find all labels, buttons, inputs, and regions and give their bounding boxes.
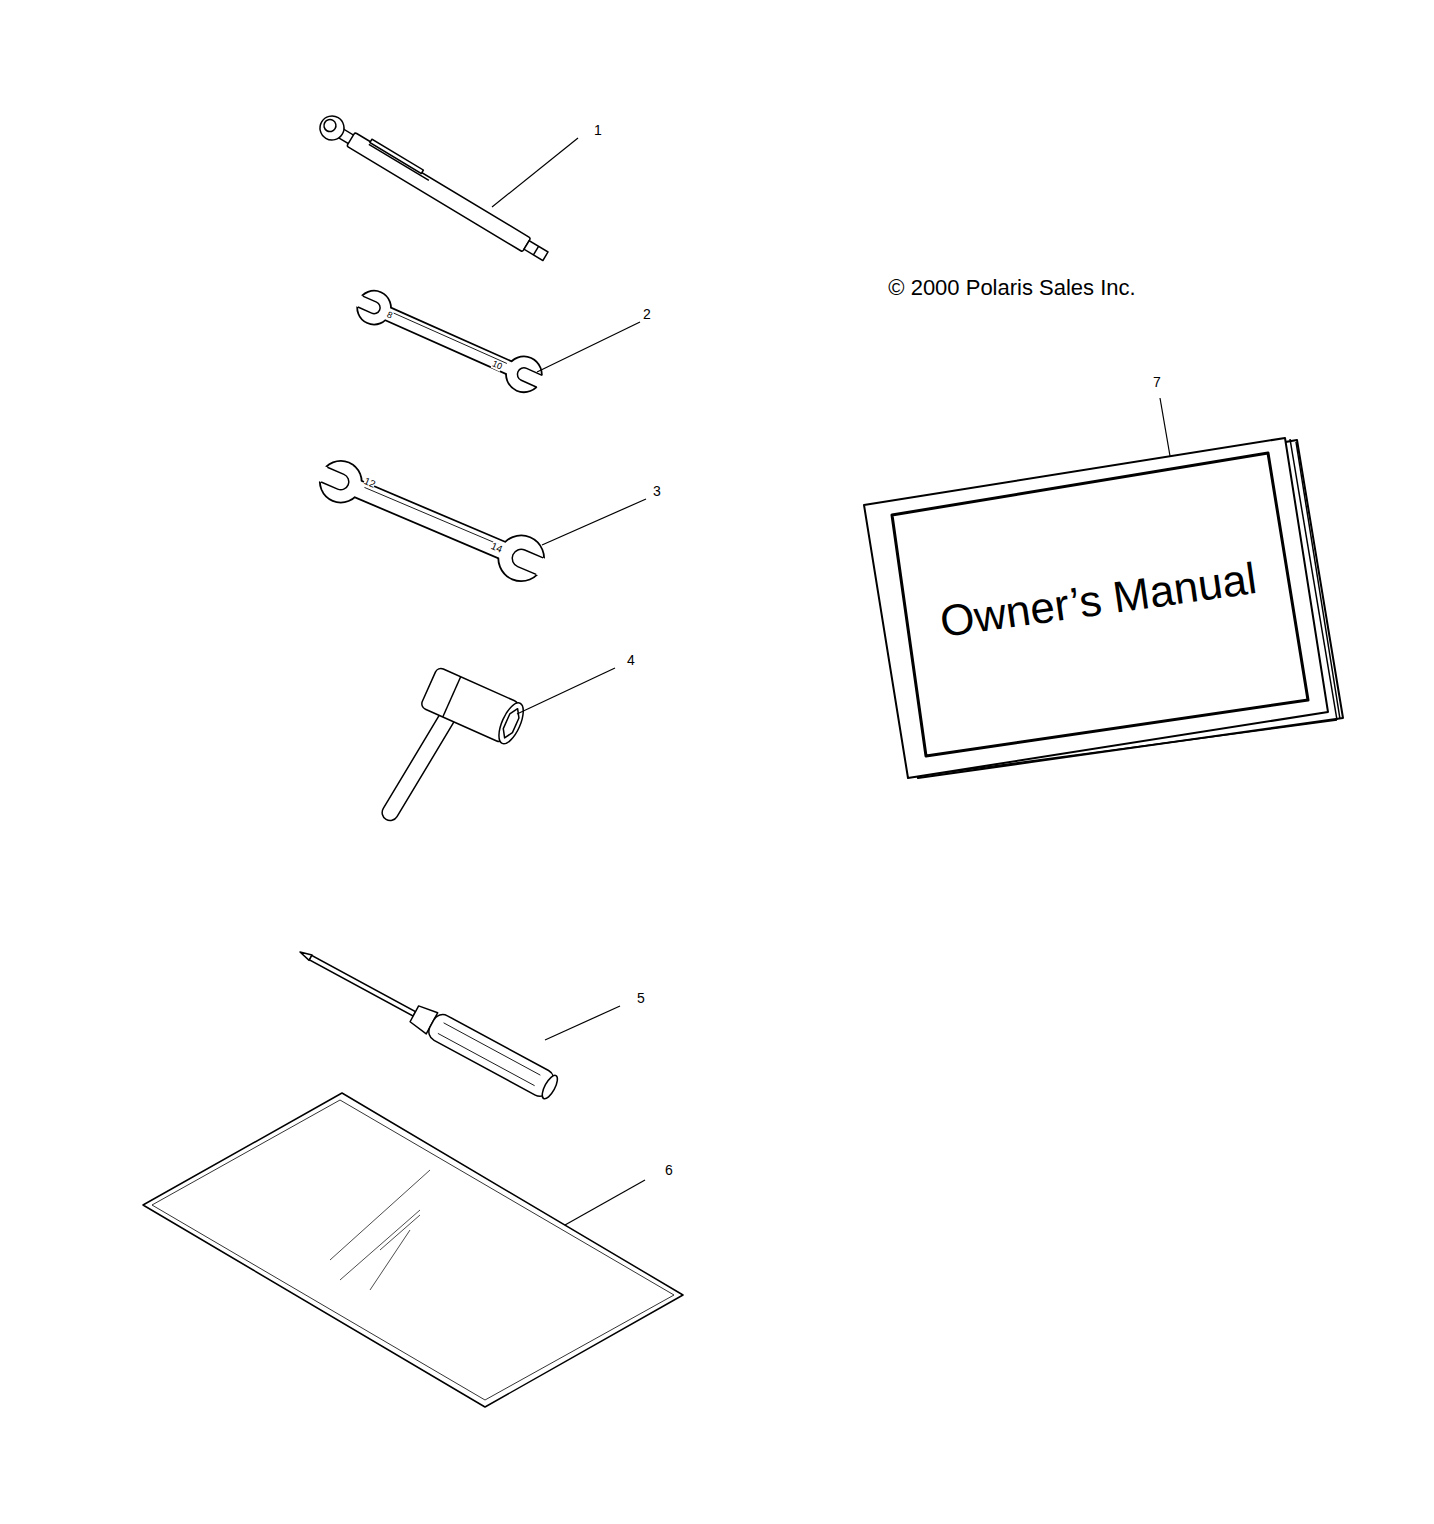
illustration-part [425,1011,557,1100]
illustration-part [364,487,500,545]
illustration-part [494,700,528,748]
illustration-part [420,667,528,747]
illustration-part [542,499,646,545]
illustration-part [353,287,395,329]
illustration-part [509,546,543,574]
illustration-part [338,474,525,565]
callout-number: 7 [1153,375,1161,389]
illustration-part [394,313,507,363]
illustration-part [444,1023,541,1075]
illustration-part [315,455,367,507]
illustration-part [545,1006,620,1040]
wrench [310,452,555,589]
illustration-part [370,1230,410,1290]
illustration-part [500,707,522,740]
illustration-part [316,112,349,145]
wrench-size: 10 [491,359,504,371]
illustration-part [379,704,460,824]
illustration-part [143,112,1343,1407]
illustration-part [314,454,550,587]
illustration-part [353,286,547,397]
manual-book [864,438,1343,778]
illustration-part [315,455,367,507]
illustration-part [314,454,550,587]
illustration-part [539,1073,560,1101]
illustration-part [492,529,550,587]
manual-cover: Owner’s Manual [937,554,1259,646]
wrench-size: 8 [386,310,394,320]
copyright-note: © 2000 Polaris Sales Inc. [888,277,1135,299]
illustration-part [152,1100,674,1400]
wrench-size: 14 [490,541,504,555]
illustration-part [537,322,640,372]
illustration-part [501,352,546,397]
illustration-part [369,144,429,180]
leader-lines [492,138,1170,1225]
illustration-part [322,117,338,133]
illustration-part [338,474,525,565]
callout-number: 3 [653,484,661,498]
illustration-part [372,302,527,380]
illustration-part [492,138,578,207]
illustration-part [524,241,548,261]
illustration-part [309,956,415,1017]
illustration-part [340,1210,420,1280]
callout-number: 1 [594,123,602,137]
wrench [349,284,553,400]
illustration-part [330,1170,430,1260]
callout-number: 2 [643,307,651,321]
illustration-part [353,286,547,397]
illustration-part [353,287,395,329]
illustration-part [372,302,527,380]
illustration-part [1160,398,1170,456]
illustration-part [515,366,542,387]
illustration-part [492,529,550,587]
parts-bag [143,1093,683,1407]
illustration-part [443,677,461,717]
illustration-part [143,1093,683,1407]
screwdriver [293,940,561,1102]
illustration-part [438,1033,535,1085]
illustration-part [370,139,423,173]
illustration-part [892,453,1308,756]
illustration-part [358,296,382,316]
wrench-size: 12 [363,476,377,490]
illustration-part [347,132,531,251]
cover-title: Owner’s Manual [937,554,1259,646]
callout-number: 6 [665,1163,673,1177]
callout-number: 4 [627,653,635,667]
illustration-part [517,668,615,714]
pressure-gauge [316,112,552,267]
illustration-part [533,246,538,255]
illustration-part [321,467,351,492]
illustration-part [501,352,546,397]
callout-number: 5 [637,991,645,1005]
illustration-part [565,1180,645,1225]
illustration-part [864,438,1328,778]
illustration-part [379,704,460,824]
plug-socket [379,667,528,824]
